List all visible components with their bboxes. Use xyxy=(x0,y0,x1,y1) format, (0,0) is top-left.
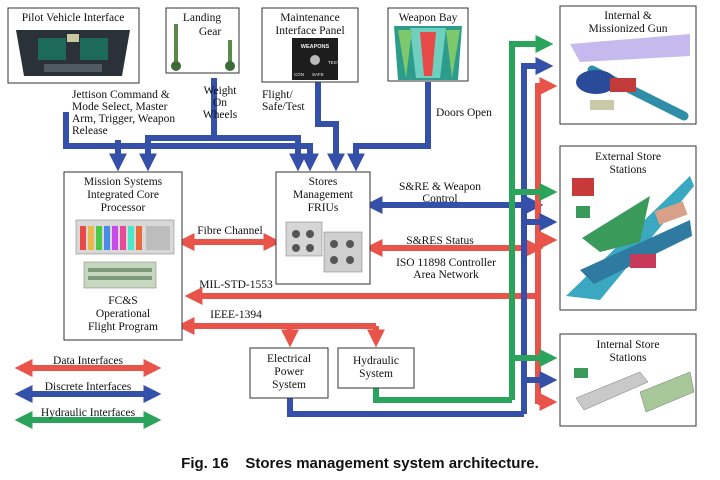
trunk-red xyxy=(535,77,558,404)
frius-title-1: Stores xyxy=(309,176,338,188)
svg-text:S&RE & Weapon: S&RE & Weapon xyxy=(399,181,481,193)
svg-text:Data Interfaces: Data Interfaces xyxy=(53,355,123,367)
hydraulic-system-box: Hydraulic System xyxy=(337,347,415,389)
maint-title-2: Interface Panel xyxy=(275,25,344,37)
landing-gear-title-1: Landing xyxy=(183,12,222,24)
legend-discrete-interfaces: Discrete Interfaces xyxy=(14,381,162,403)
wire-gear-to-msp xyxy=(139,78,217,172)
maintenance-panel-box: Maintenance Interface Panel WEAPONS TEST… xyxy=(261,7,359,83)
external-store-box: External Store Stations xyxy=(559,145,697,311)
label-jettison: Jettison Command & Mode Select, Master A… xyxy=(72,89,175,137)
label-weight-on-wheels: Weight On Wheels xyxy=(203,85,238,121)
hydraulic-title-1: Hydraulic xyxy=(353,355,399,367)
wire-weapon-bay-to-frius xyxy=(347,82,431,172)
gun-icon xyxy=(570,34,690,121)
internal-store-title-1: Internal Store xyxy=(597,339,660,351)
figure-caption: Fig. 16 Stores management system archite… xyxy=(181,455,539,472)
cockpit-display-icon xyxy=(16,30,130,76)
legend-data-interfaces: Data Interfaces xyxy=(14,355,162,377)
maint-title-1: Maintenance xyxy=(280,12,339,24)
internal-store-title-2: Stations xyxy=(609,352,647,364)
landing-gear-box: Landing Gear xyxy=(165,7,240,74)
svg-text:Flight/: Flight/ xyxy=(262,89,293,101)
svg-text:Control: Control xyxy=(422,193,457,205)
weapon-bay-box: Weapon Bay xyxy=(387,7,469,82)
msp-title-2: Integrated Core xyxy=(87,189,159,201)
fcs-title-2: Operational xyxy=(96,308,150,320)
fcs-title-1: FC&S xyxy=(108,295,137,307)
processor-rack-icon xyxy=(75,219,175,255)
label-mil-std: MIL-STD-1553 xyxy=(199,279,273,291)
pilot-vehicle-interface-box: Pilot Vehicle Interface xyxy=(7,7,140,84)
label-sre-weapon-control: S&RE & Weapon Control xyxy=(399,181,481,205)
trunk-green xyxy=(509,35,554,400)
label-flight-safe-test: Flight/ Safe/Test xyxy=(262,89,305,113)
svg-text:Weight: Weight xyxy=(204,85,238,97)
svg-text:Mode Select, Master: Mode Select, Master xyxy=(72,101,168,113)
landing-gear-title-2: Gear xyxy=(199,26,222,38)
mission-systems-box: Mission Systems Integrated Core Processo… xyxy=(63,171,183,341)
fcs-title-3: Flight Program xyxy=(88,321,158,333)
legend: Data Interfaces Discrete Interfaces Hydr… xyxy=(14,355,162,429)
electrical-title-1: Electrical xyxy=(267,353,311,365)
svg-text:On: On xyxy=(213,97,227,109)
svg-text:Hydraulic Interfaces: Hydraulic Interfaces xyxy=(41,407,136,419)
svg-text:TEST: TEST xyxy=(328,60,340,65)
svg-text:Wheels: Wheels xyxy=(203,109,238,121)
label-sres-status: S&RES Status xyxy=(406,235,474,247)
external-store-title-2: Stations xyxy=(609,164,647,176)
svg-text:Area Network: Area Network xyxy=(413,269,479,281)
svg-text:WEAPONS: WEAPONS xyxy=(301,44,330,50)
wire-gear-to-frius xyxy=(214,135,307,172)
svg-text:Jettison Command &: Jettison Command & xyxy=(72,89,170,101)
trunk-blue xyxy=(521,57,554,414)
svg-text:SAFE: SAFE xyxy=(312,72,324,77)
wire-pvi-to-frius xyxy=(63,112,319,172)
label-ieee: IEEE-1394 xyxy=(210,309,262,321)
external-store-title-1: External Store xyxy=(595,151,661,163)
label-doors-open: Doors Open xyxy=(436,107,492,119)
wire-maint-to-frius xyxy=(315,82,345,172)
electrical-title-3: System xyxy=(272,379,306,391)
msp-title-1: Mission Systems xyxy=(84,176,163,188)
wire-electrical-to-trunk xyxy=(287,398,524,417)
pvi-title: Pilot Vehicle Interface xyxy=(22,12,125,24)
internal-store-box: Internal Store Stations xyxy=(559,333,697,427)
internal-gun-title-2: Missionized Gun xyxy=(589,23,668,35)
svg-text:Arm, Trigger, Weapon: Arm, Trigger, Weapon xyxy=(72,113,175,125)
weapon-bay-title: Weapon Bay xyxy=(399,12,458,24)
flight-program-module-icon xyxy=(83,261,157,289)
legend-hydraulic-interfaces: Hydraulic Interfaces xyxy=(14,407,162,429)
electrical-title-2: Power xyxy=(274,366,304,378)
svg-text:CON: CON xyxy=(294,72,304,77)
label-iso-can: ISO 11898 Controller Area Network xyxy=(396,257,496,281)
friu-units-icon xyxy=(285,221,363,273)
label-fibre-channel: Fibre Channel xyxy=(197,225,262,237)
internal-gun-title-1: Internal & xyxy=(604,10,652,22)
internal-gun-box: Internal & Missionized Gun xyxy=(559,5,697,125)
frius-title-2: Management xyxy=(293,189,354,201)
landing-gear-icon xyxy=(171,24,235,71)
svg-text:Safe/Test: Safe/Test xyxy=(262,101,305,113)
maintenance-panel-icon: WEAPONS TEST SAFE CON xyxy=(292,38,340,80)
svg-text:Discrete Interfaces: Discrete Interfaces xyxy=(45,381,132,393)
electrical-power-box: Electrical Power System xyxy=(249,347,329,399)
weapon-bay-icon xyxy=(394,26,462,80)
stores-management-box: Stores Management FRIUs xyxy=(275,171,371,285)
msp-title-3: Processor xyxy=(101,202,146,214)
svg-text:Release: Release xyxy=(72,125,108,137)
frius-title-3: FRIUs xyxy=(308,202,339,214)
svg-text:ISO 11898 Controller: ISO 11898 Controller xyxy=(396,257,496,269)
hydraulic-title-2: System xyxy=(359,368,393,380)
store-rack-icon xyxy=(574,368,695,413)
wing-icon xyxy=(566,176,694,300)
wire-hydraulic-to-trunk xyxy=(373,388,512,403)
